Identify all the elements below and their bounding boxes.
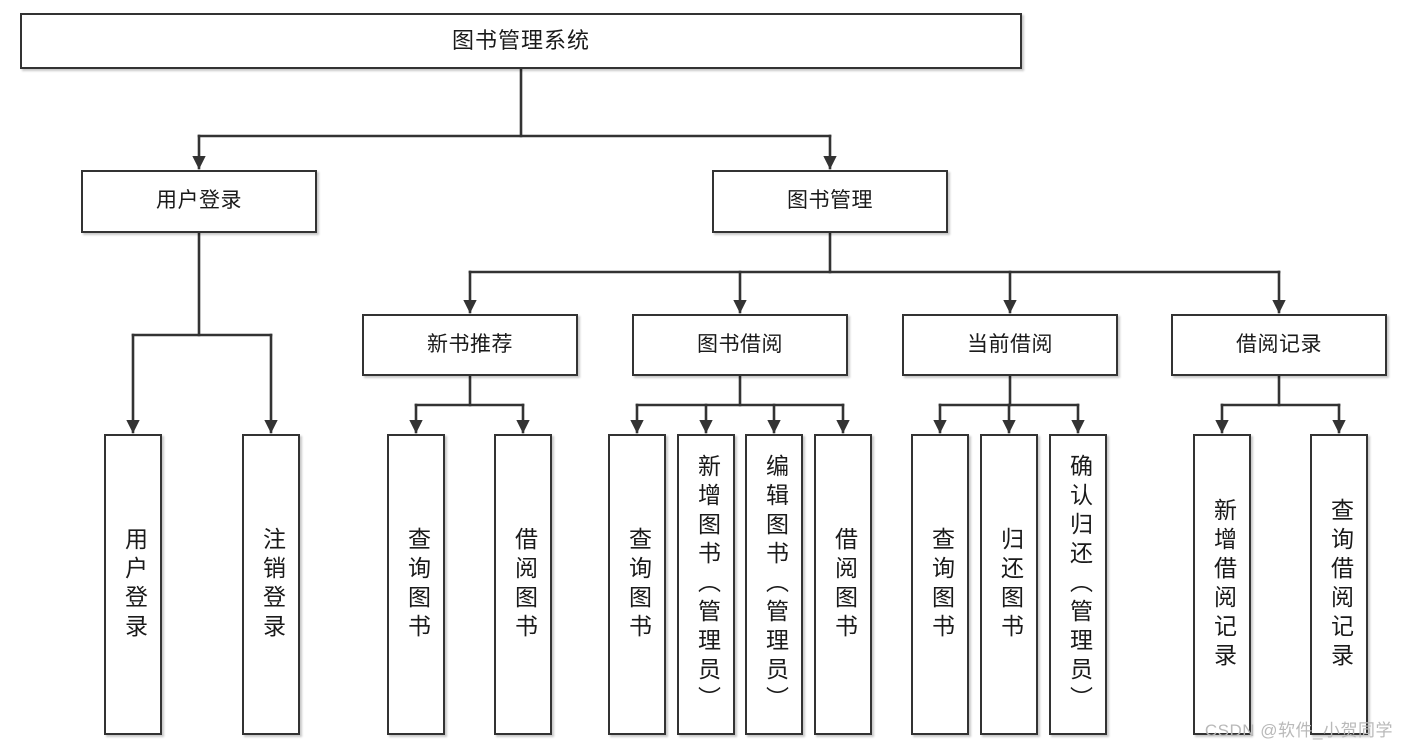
node-leaf-add-book-label: 新增图书（管理员） — [694, 454, 721, 715]
node-borrow-record[interactable]: 借阅记录 — [1171, 314, 1387, 376]
node-current-borrow-label: 当前借阅 — [967, 332, 1053, 356]
node-leaf-query-book-1-label: 查询图书 — [404, 526, 431, 643]
node-leaf-borrow-book-2-label: 借阅图书 — [831, 526, 858, 643]
node-leaf-user-login-label: 用户登录 — [121, 526, 148, 643]
node-leaf-query-book-2-label: 查询图书 — [625, 526, 652, 643]
node-leaf-borrow-book-1[interactable]: 借阅图书 — [494, 434, 552, 735]
node-leaf-query-record-label: 查询借阅记录 — [1327, 497, 1354, 672]
node-leaf-user-logout[interactable]: 注销登录 — [242, 434, 300, 735]
node-leaf-return-book-label: 归还图书 — [997, 526, 1024, 643]
node-leaf-add-record[interactable]: 新增借阅记录 — [1193, 434, 1251, 735]
node-leaf-confirm-return-label: 确认归还（管理员） — [1066, 454, 1093, 715]
node-leaf-query-record[interactable]: 查询借阅记录 — [1310, 434, 1368, 735]
node-leaf-borrow-book-1-label: 借阅图书 — [511, 526, 538, 643]
node-book-manage-label: 图书管理 — [787, 189, 873, 213]
node-leaf-query-book-1[interactable]: 查询图书 — [387, 434, 445, 735]
node-leaf-user-logout-label: 注销登录 — [259, 526, 286, 643]
node-leaf-add-record-label: 新增借阅记录 — [1210, 497, 1237, 672]
node-book-borrow-label: 图书借阅 — [697, 332, 783, 356]
node-leaf-query-book-3[interactable]: 查询图书 — [911, 434, 969, 735]
node-user-login-label: 用户登录 — [156, 189, 242, 213]
node-leaf-query-book-3-label: 查询图书 — [928, 526, 955, 643]
node-leaf-borrow-book-2[interactable]: 借阅图书 — [814, 434, 872, 735]
node-current-borrow[interactable]: 当前借阅 — [902, 314, 1118, 376]
node-leaf-confirm-return[interactable]: 确认归还（管理员） — [1049, 434, 1107, 735]
node-new-book-rec-label: 新书推荐 — [427, 332, 513, 356]
node-borrow-record-label: 借阅记录 — [1236, 332, 1322, 356]
node-book-borrow[interactable]: 图书借阅 — [632, 314, 848, 376]
node-root-label: 图书管理系统 — [451, 28, 590, 54]
node-leaf-edit-book-label: 编辑图书（管理员） — [762, 454, 789, 715]
csdn-watermark: CSDN @软件_小贺同学 — [1204, 721, 1393, 740]
node-book-manage[interactable]: 图书管理 — [712, 170, 948, 233]
node-leaf-query-book-2[interactable]: 查询图书 — [608, 434, 666, 735]
node-leaf-edit-book[interactable]: 编辑图书（管理员） — [745, 434, 803, 735]
node-root[interactable]: 图书管理系统 — [20, 13, 1022, 69]
node-new-book-rec[interactable]: 新书推荐 — [362, 314, 578, 376]
node-leaf-return-book[interactable]: 归还图书 — [980, 434, 1038, 735]
node-user-login[interactable]: 用户登录 — [81, 170, 317, 233]
node-leaf-add-book[interactable]: 新增图书（管理员） — [677, 434, 735, 735]
node-leaf-user-login[interactable]: 用户登录 — [104, 434, 162, 735]
